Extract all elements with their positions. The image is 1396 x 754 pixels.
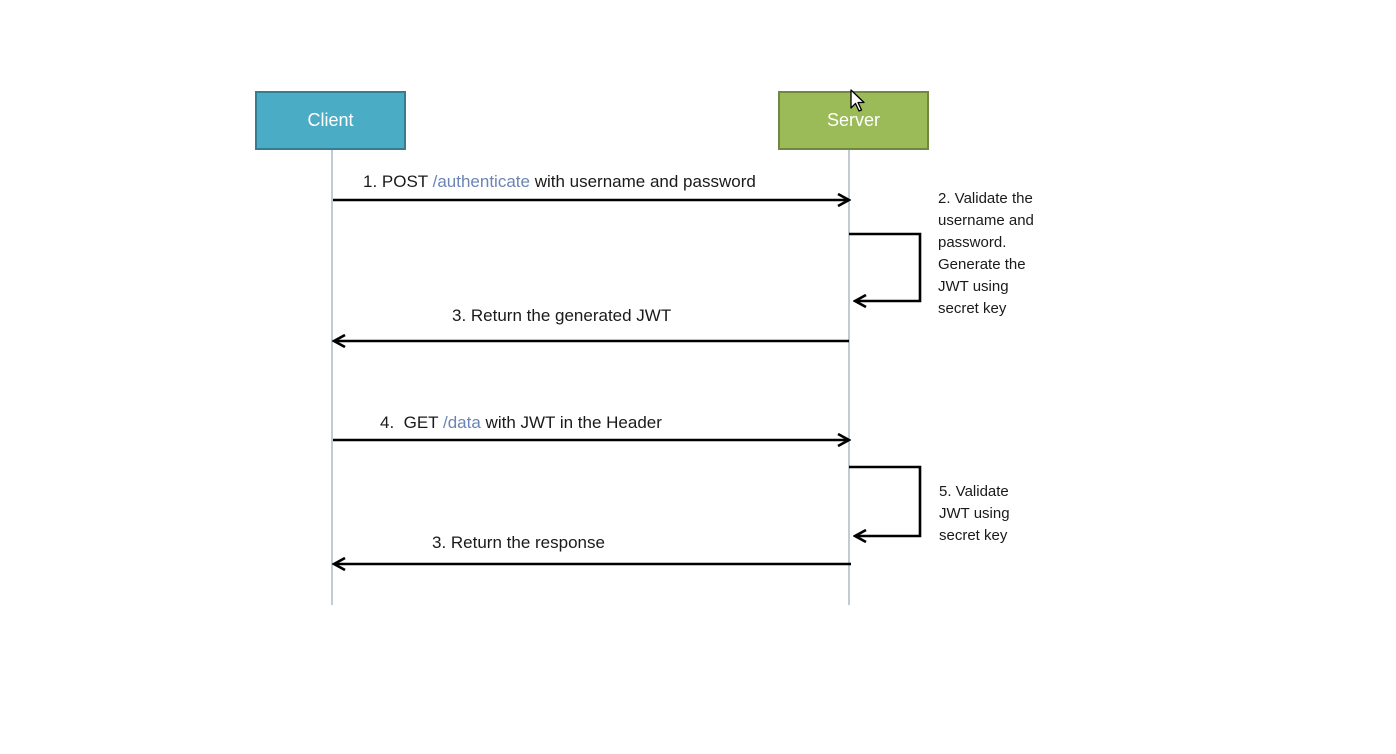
message-get-data-path: /data [443, 413, 481, 432]
server-actor-label: Server [826, 110, 880, 130]
note-line: secret key [939, 527, 1008, 544]
message-return-jwt-label: 3. Return the generated JWT [452, 306, 672, 325]
message-authenticate-suffix: with username and password [529, 172, 756, 191]
client-actor-label: Client [307, 110, 354, 130]
note-validate-jwt: 5. Validate JWT using secret key [939, 481, 1079, 547]
note-line: JWT using [939, 505, 1010, 522]
server-actor-box: Server [778, 91, 929, 150]
message-get-data-suffix: with JWT in the Header [480, 413, 662, 432]
note-line: password. [938, 234, 1007, 251]
message-authenticate-label: 1. POST /authenticate with username and … [363, 173, 756, 190]
note-line: JWT using [938, 278, 1009, 295]
note-line: secret key [938, 300, 1007, 317]
note-line: 2. Validate the [938, 190, 1033, 207]
note-line: Generate the [938, 256, 1026, 273]
arrow-validate-jwt-self [849, 465, 922, 536]
arrow-validate-credentials-self [849, 232, 922, 301]
message-authenticate-path: /authenticate [432, 172, 530, 191]
message-get-data-prefix: 4. GET [380, 413, 443, 432]
client-actor-box: Client [255, 91, 406, 150]
mouse-pointer-icon [850, 89, 866, 118]
note-validate-credentials: 2. Validate the username and password. G… [938, 188, 1078, 320]
message-authenticate-prefix: 1. POST [363, 172, 433, 191]
message-get-data-label: 4. GET /data with JWT in the Header [380, 414, 662, 431]
message-return-response-label: 3. Return the response [432, 533, 605, 552]
note-line: 5. Validate [939, 483, 1009, 500]
note-line: username and [938, 212, 1034, 229]
